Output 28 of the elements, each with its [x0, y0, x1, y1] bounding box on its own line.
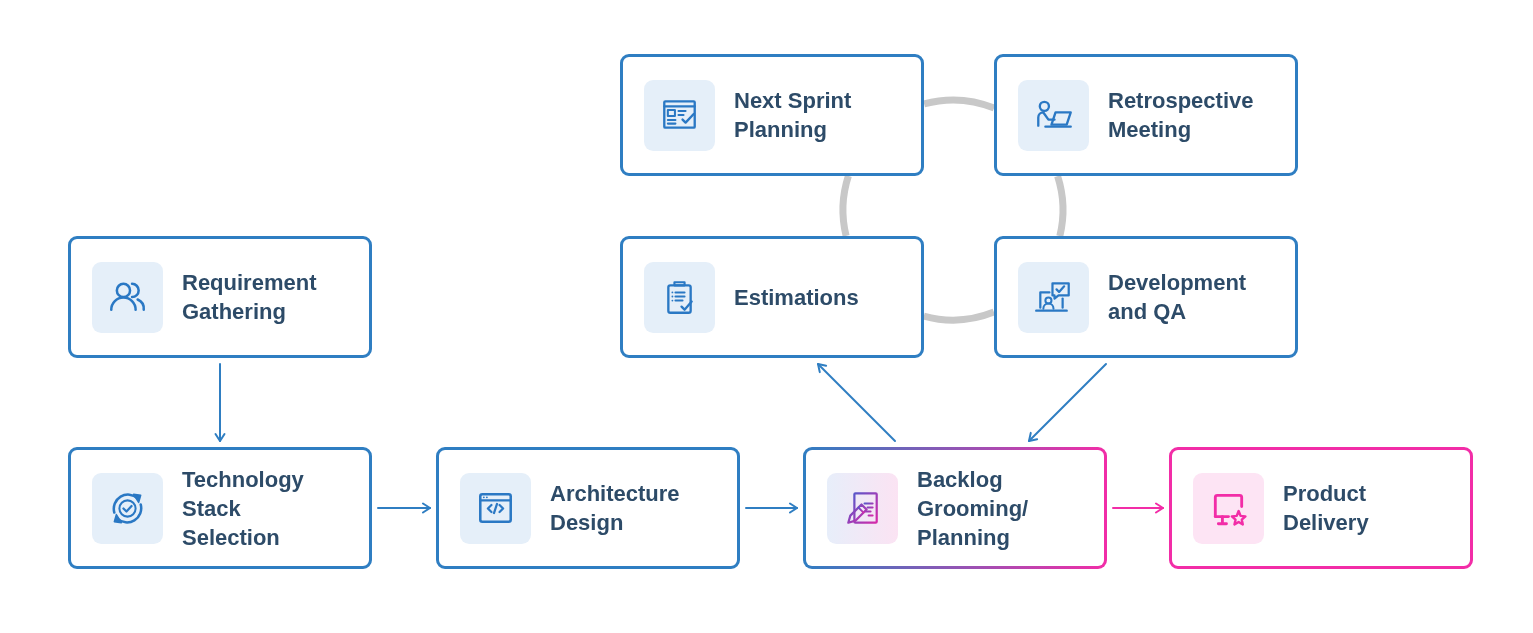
process-box [68, 447, 372, 569]
step-title: Next Sprint Planning [734, 87, 853, 144]
step-title: Development and QA [1108, 269, 1248, 326]
process-box [1169, 447, 1473, 569]
step-title: Product Delivery [1283, 480, 1370, 537]
arrow [1112, 502, 1164, 514]
connector-line [923, 308, 995, 324]
arrow [817, 363, 896, 442]
arrow [214, 363, 226, 442]
step-title: Retrospective Meeting [1108, 87, 1255, 144]
process-box [994, 54, 1298, 176]
step-title: Estimations [734, 283, 860, 312]
connector-line [1054, 175, 1067, 237]
arrow [377, 502, 431, 514]
step-title: Architecture Design [550, 480, 681, 537]
connector-line [839, 174, 852, 237]
step-title: Technology Stack Selection [182, 465, 305, 552]
process-box [803, 447, 1107, 569]
step-title: Backlog Grooming/ Planning [917, 465, 1030, 552]
step-title: Requirement Gathering [182, 269, 318, 326]
connector-line [923, 96, 996, 112]
process-box [68, 236, 372, 358]
arrow [745, 502, 798, 514]
process-box [620, 54, 924, 176]
process-box [436, 447, 740, 569]
process-box [994, 236, 1298, 358]
arrow [1028, 363, 1107, 442]
process-box [620, 236, 924, 358]
